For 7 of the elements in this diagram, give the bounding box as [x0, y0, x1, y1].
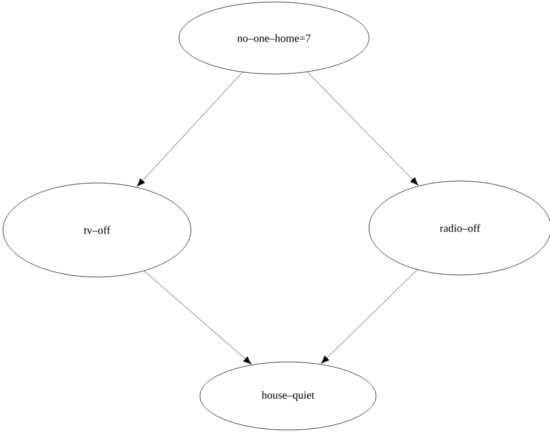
ellipse-node: no–one–home=7 — [178, 2, 370, 74]
arrow — [144, 270, 252, 364]
ellipse-node: tv–off — [2, 182, 192, 278]
arrow — [307, 72, 418, 186]
arrow — [320, 270, 418, 364]
arrow — [136, 72, 243, 187]
ellipse-node: house–quiet — [200, 362, 376, 430]
